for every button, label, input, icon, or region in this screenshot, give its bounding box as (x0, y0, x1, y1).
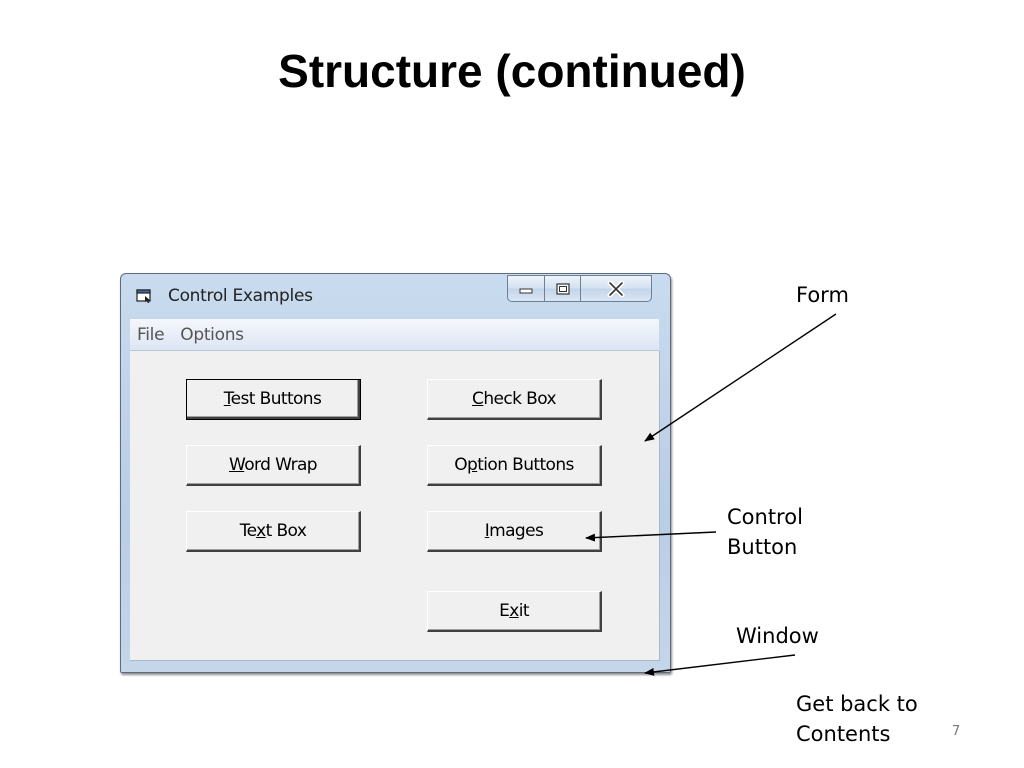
menu-options[interactable]: Options (180, 324, 244, 345)
close-button[interactable] (581, 275, 652, 302)
option-buttons-label: Option Buttons (454, 455, 574, 475)
minimize-icon (519, 288, 533, 293)
check-box-button[interactable]: Check Box (427, 379, 602, 420)
form-annotation-text: Form (796, 283, 849, 307)
window-title: Control Examples (168, 286, 313, 306)
back-to-contents-line1: Get back to (796, 692, 918, 716)
maximize-button[interactable] (545, 275, 581, 302)
check-box-label: Check Box (472, 389, 557, 409)
back-to-contents-line2: Contents (796, 722, 891, 746)
slide-number: 7 (952, 724, 961, 739)
title-bar[interactable]: Control Examples (121, 274, 670, 318)
control-button-annotation-line1: Control (727, 505, 803, 529)
test-buttons-button[interactable]: Test Buttons (186, 379, 361, 420)
form-app-icon (136, 289, 151, 303)
window-annotation: Window (736, 621, 819, 651)
form-client-area: Test Buttons Check Box Word Wrap Option … (130, 351, 660, 661)
images-button[interactable]: Images (427, 511, 602, 552)
menu-bar: File Options (130, 319, 659, 351)
maximize-icon (555, 282, 570, 295)
option-buttons-button[interactable]: Option Buttons (427, 445, 602, 486)
minimize-button[interactable] (507, 275, 545, 302)
menu-file[interactable]: File (137, 324, 165, 345)
exit-button[interactable]: Exit (427, 591, 602, 632)
images-label: Images (484, 521, 544, 541)
text-box-label: Text Box (239, 521, 307, 541)
word-wrap-label: Word Wrap (229, 455, 318, 475)
caption-buttons (507, 275, 659, 303)
back-to-contents-link[interactable]: Get back to Contents (796, 689, 918, 749)
test-buttons-label: Test Buttons (223, 388, 322, 409)
window-annotation-text: Window (736, 624, 819, 648)
slide-title: Structure (continued) (278, 45, 746, 97)
form-annotation: Form (796, 280, 849, 310)
application-window: Control Examples File Op (120, 273, 671, 673)
control-button-annotation-line2: Button (727, 535, 798, 559)
word-wrap-button[interactable]: Word Wrap (186, 445, 361, 486)
control-button-annotation: Control Button (727, 502, 803, 562)
exit-label: Exit (499, 601, 529, 621)
form-arrow (644, 313, 837, 442)
close-icon (607, 280, 625, 297)
text-box-button[interactable]: Text Box (186, 511, 361, 552)
